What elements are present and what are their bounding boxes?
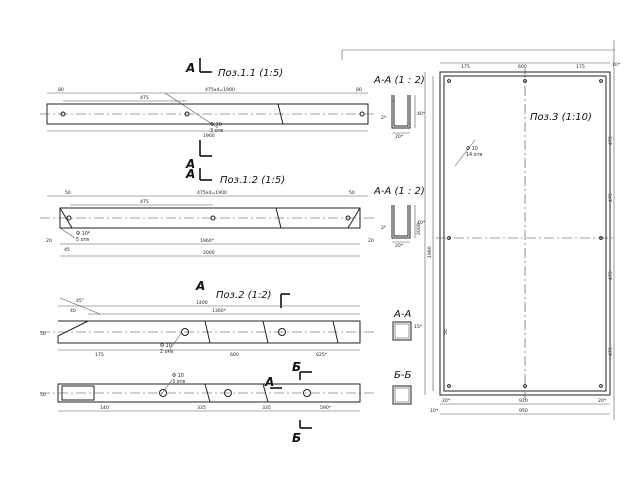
dim-p12-gap-left: 20 [46, 238, 52, 244]
note-p2b-hole-count: 3 отв [172, 379, 185, 385]
part-1-1-title: Поз.1.1 (1:5) [218, 68, 283, 79]
part-2-view-b: Б А Ф 10 3 отв 50 140 335 335 590* Б [40, 360, 375, 445]
section-aa-2-d1: 2* [381, 225, 387, 231]
dim-p3-bl: 20* [442, 398, 451, 404]
dim-p3-h2: 1980 [427, 246, 433, 258]
dim-p11-seg: 475 [140, 95, 149, 101]
part-3-title: Поз.3 (1:10) [530, 112, 592, 123]
section-aa-2-d2: 20* [395, 243, 404, 249]
dim-p3-br: 20* [598, 398, 607, 404]
section-bb: Б-Б [392, 370, 412, 405]
part-2: А Поз.2 (1:2) 45° 1400 1360* 40 Ф 10 2 о… [40, 279, 375, 358]
note-p2b-hole-dia: Ф 10 [172, 373, 184, 379]
dim-p2-mid: 1360* [212, 308, 227, 314]
dim-p2-a: 40 [70, 308, 76, 314]
dim-p11-total: 1960 [203, 133, 215, 139]
dim-p3-a: 175 [461, 64, 470, 70]
dim-p12-end: 45 [64, 247, 70, 253]
note-p2-hole-dia: Ф 10 [160, 343, 172, 349]
dim-p12-seg: 475 [140, 199, 149, 205]
dim-p12-gap-right: 20 [368, 238, 374, 244]
dim-p12-overall: 2000 [203, 250, 215, 256]
dim-p3-top: 10* [612, 62, 621, 68]
dim-p12-left: 50 [65, 190, 71, 196]
part-1-1: Поз.1.1 (1:5) А А 80 475х4=1900 80 475 Ф… [40, 58, 375, 171]
dim-p2-d2: 600 [230, 352, 239, 358]
part-1-2: Поз.1.2 (1:5) А 50 475х4=1900 50 475 Ф 1… [40, 167, 375, 257]
part-1-2-title: Поз.1.2 (1:5) [220, 175, 285, 186]
dim-p12-total: 1960* [200, 238, 215, 244]
section-aa-1-d1: 2* [381, 115, 387, 121]
section-aa-3-d1: 15* [414, 324, 423, 330]
dim-p2-d1: 175 [95, 352, 104, 358]
dim-p3-b: 600 [518, 64, 527, 70]
note-p12-hole-count: 5 отв [76, 237, 89, 243]
section-aa-1: А-А (1 : 2) 40* 2* 20* [373, 75, 426, 140]
dim-p2-side: 50 [40, 331, 46, 337]
section-aa-2-title: А-А (1 : 2) [373, 186, 425, 197]
dim-p11-left: 80 [58, 87, 64, 93]
section-bb-title: Б-Б [394, 370, 411, 381]
dim-p11-right: 80 [356, 87, 362, 93]
dim-p2b-side: 50 [40, 392, 46, 398]
dim-p2-angle: 45° [76, 298, 84, 304]
note-p3-hole-dia: Ф 10 [466, 146, 478, 152]
section-aa-1-d2: 20* [395, 134, 404, 140]
section-aa-2: А-А (1 : 2) 40* 2* 20* [373, 186, 426, 249]
part-3: 175 600 175 10* Поз.3 (1:10) Ф 10 14 отв… [341, 40, 621, 420]
section-marker-a-bottom: А [185, 157, 195, 171]
section-marker-a-top: А [185, 61, 195, 75]
dim-p3-c: 175 [576, 64, 585, 70]
dim-p3-r2: 475 [608, 193, 614, 202]
dim-p2b-d3: 335 [262, 405, 271, 411]
dim-p3-r1: 475 [608, 136, 614, 145]
dim-p11-top: 475х4=1900 [205, 87, 235, 93]
section-aa-1-title: А-А (1 : 2) [373, 75, 425, 86]
note-p3-hole-count: 14 отв [466, 152, 482, 158]
dim-p2b-d4: 590* [320, 405, 332, 411]
section-marker-a-top-2: А [185, 167, 195, 181]
dim-p2b-d2: 335 [197, 405, 206, 411]
dim-p3-r3: 475 [608, 271, 614, 280]
dim-p3-bot: 10* [430, 408, 439, 414]
section-marker-b-bottom: Б [292, 431, 301, 445]
part-2-title: Поз.2 (1:2) [216, 290, 272, 301]
section-marker-a-p2b: А [264, 375, 274, 389]
dim-p12-right: 50 [349, 190, 355, 196]
section-aa-1-d3: 40* [417, 111, 426, 117]
section-marker-a-p2: А [195, 279, 205, 293]
section-marker-b-top: Б [292, 360, 301, 374]
bar-2 [57, 320, 361, 344]
dim-p2-d3: 625* [316, 352, 328, 358]
dim-p3-w2: 950 [519, 408, 528, 414]
dim-p3-h1: 2000 [416, 223, 422, 235]
dim-p3-w1: 910 [519, 398, 528, 404]
dim-p3-r4: 475 [608, 347, 614, 356]
dim-p12-top: 475х4=1900 [197, 190, 227, 196]
note-p11-hole-dia: Ф 10 [210, 122, 222, 128]
section-aa-2-d3: 40* [417, 220, 426, 226]
section-aa-3-title: А-А [393, 309, 411, 320]
section-aa-3: А-А 15* [392, 309, 423, 341]
note-p12-hole-dia: Ф 10* [76, 231, 91, 237]
dim-p3-s: 50 [443, 329, 449, 335]
dim-p2b-d1: 140 [100, 405, 109, 411]
dim-p2-top: 1400 [196, 300, 208, 306]
note-p2-hole-count: 2 отв [160, 349, 173, 355]
